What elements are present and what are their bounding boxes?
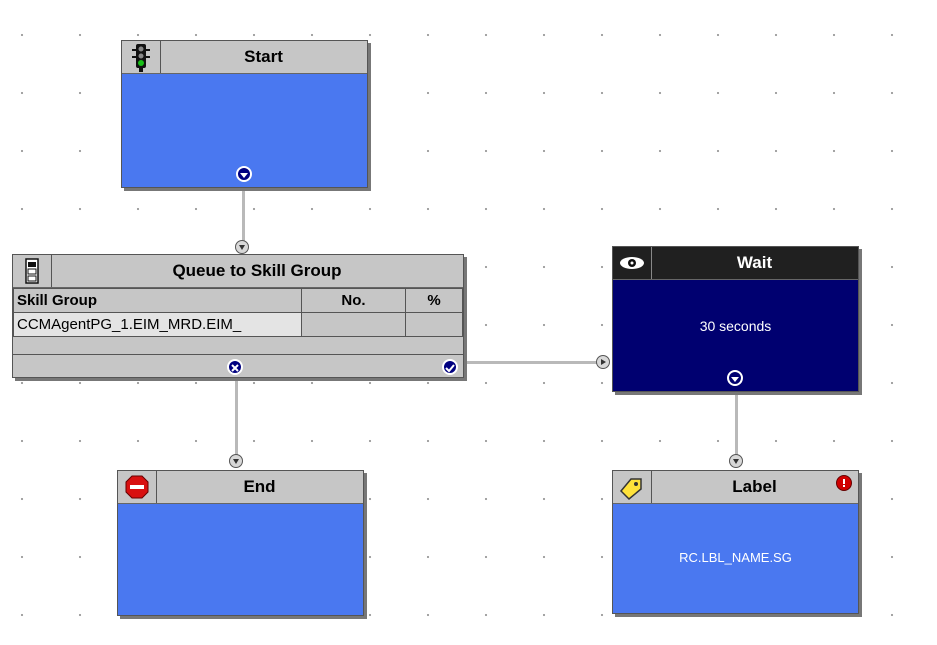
label-node-title: Label — [732, 477, 777, 496]
wait-node-title: Wait — [736, 253, 773, 272]
success-port-down-icon[interactable] — [236, 166, 252, 182]
success-port-check-icon[interactable] — [442, 359, 458, 375]
end-node-body — [118, 504, 363, 615]
wait-duration: 30 seconds — [699, 318, 772, 334]
input-anchor-icon[interactable] — [229, 454, 243, 468]
end-node-title: End — [243, 477, 276, 496]
label-value: RC.LBL_NAME.SG — [679, 550, 792, 565]
traffic-light-icon — [122, 41, 161, 73]
input-anchor-icon[interactable] — [729, 454, 743, 468]
label-node-header: Label — [613, 471, 858, 504]
start-node[interactable]: Start — [121, 40, 368, 188]
connector-queue-wait — [462, 361, 598, 364]
label-node-body: RC.LBL_NAME.SG — [613, 504, 858, 613]
start-node-header: Start — [122, 41, 367, 74]
queue-node-header: Queue to Skill Group — [13, 255, 463, 288]
percent-cell[interactable] — [405, 312, 463, 337]
connector-start-queue — [242, 186, 245, 244]
input-anchor-icon[interactable] — [596, 355, 610, 369]
queue-node-title: Queue to Skill Group — [172, 261, 342, 280]
queue-icon — [13, 255, 52, 287]
column-header-percent: % — [405, 288, 463, 313]
skill-group-table: Skill Group No. % CCMAgentPG_1.EIM_MRD.E… — [13, 288, 463, 337]
skill-group-cell[interactable]: CCMAgentPG_1.EIM_MRD.EIM_ — [13, 312, 302, 337]
connector-wait-label — [735, 390, 738, 456]
number-cell[interactable] — [301, 312, 406, 337]
connector-queue-end — [235, 378, 238, 456]
error-icon[interactable] — [836, 475, 852, 491]
column-header-skill-group: Skill Group — [13, 288, 302, 313]
wait-node-header: Wait — [613, 247, 858, 280]
end-node[interactable]: End — [117, 470, 364, 616]
eye-icon — [613, 247, 652, 279]
stop-sign-icon — [118, 471, 157, 503]
table-row[interactable]: CCMAgentPG_1.EIM_MRD.EIM_ — [13, 312, 463, 337]
failure-port-x-icon[interactable] — [227, 359, 243, 375]
input-anchor-icon[interactable] — [235, 240, 249, 254]
label-node[interactable]: Label RC.LBL_NAME.SG — [612, 470, 859, 614]
column-header-number: No. — [301, 288, 406, 313]
label-tag-icon — [613, 471, 652, 503]
queue-to-skill-group-node[interactable]: Queue to Skill Group Skill Group No. % C… — [12, 254, 464, 378]
start-node-title: Start — [244, 47, 283, 66]
success-port-down-icon[interactable] — [727, 370, 743, 386]
wait-node[interactable]: Wait 30 seconds — [612, 246, 859, 392]
end-node-header: End — [118, 471, 363, 504]
